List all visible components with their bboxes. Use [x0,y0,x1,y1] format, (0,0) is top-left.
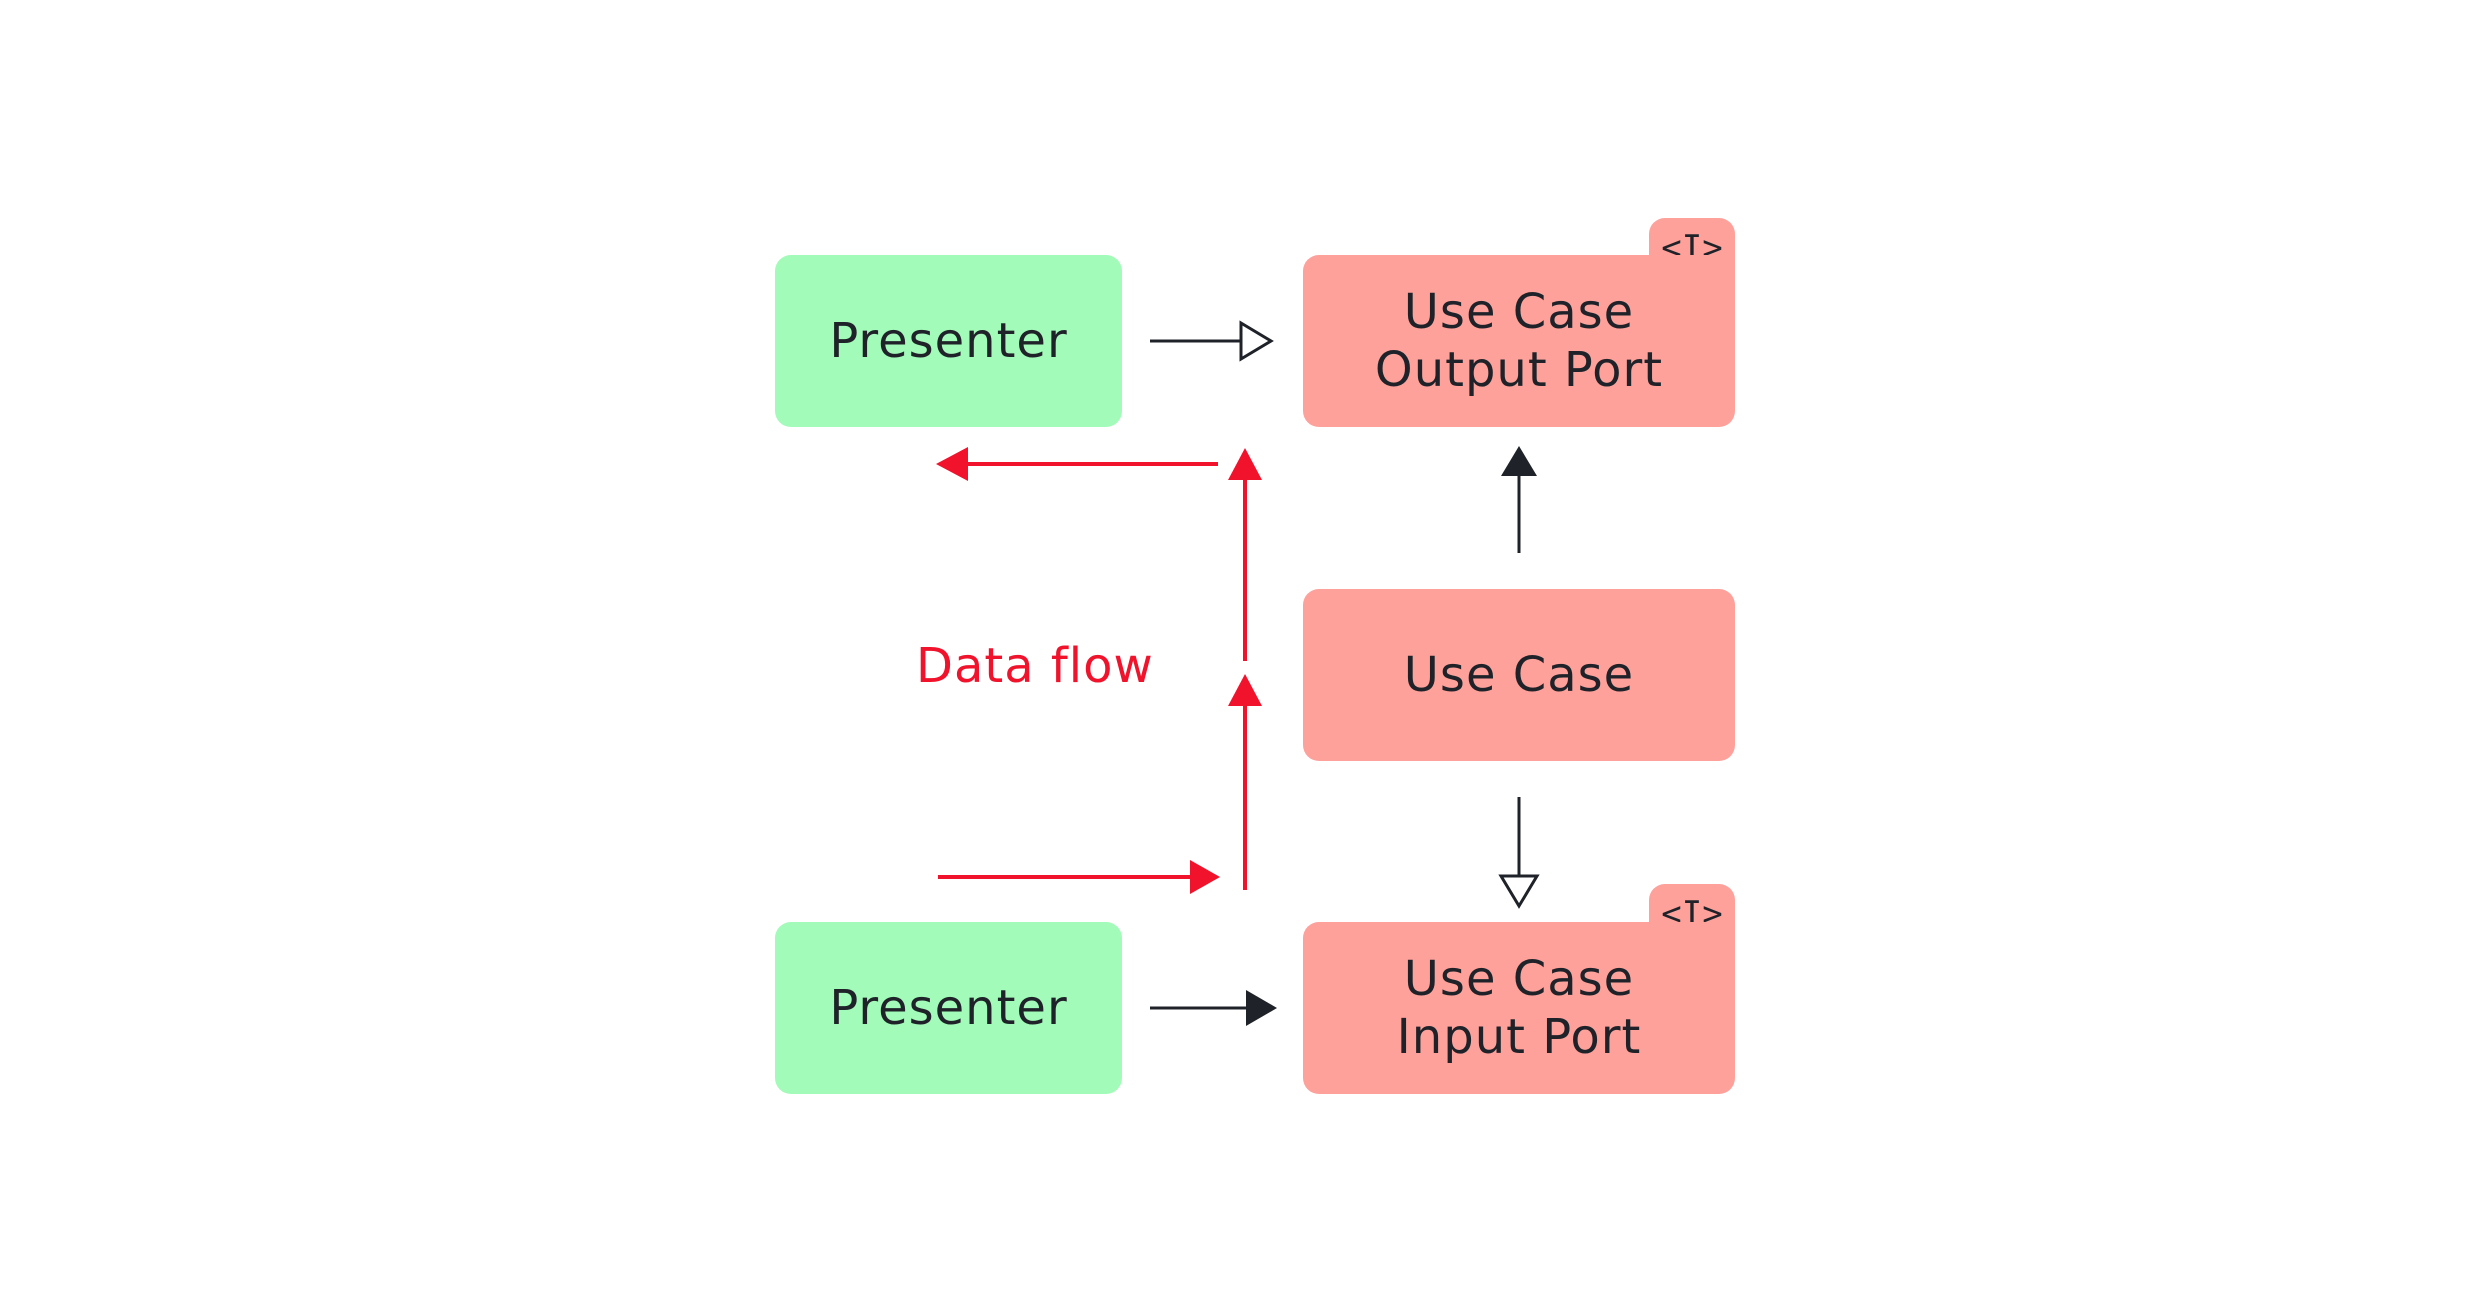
use-case-label: Use Case [1403,647,1635,703]
edge-use-case-to-input-port [1498,797,1540,909]
input-port-label-line-1: Use Case [1403,951,1635,1007]
use-case-output-port-node: Use Case Output Port [1303,255,1735,427]
data-flow-path [936,447,1262,894]
use-case-input-port-node: Use Case Input Port [1303,922,1735,1094]
presenter-bottom-node: Presenter [775,922,1122,1094]
input-port-label-line-2: Input Port [1396,1009,1642,1065]
edge-use-case-to-output-port [1501,446,1537,553]
presenter-top-node: Presenter [775,255,1122,427]
edge-presenter-to-input-port [1150,990,1277,1026]
output-port-label-line-1: Use Case [1403,284,1635,340]
edge-presenter-to-output-port [1150,320,1274,362]
presenter-bottom-label: Presenter [829,980,1068,1036]
data-flow-label: Data flow [916,638,1154,694]
presenter-top-label: Presenter [829,313,1068,369]
use-case-node: Use Case [1303,589,1735,761]
output-port-label-line-2: Output Port [1374,342,1664,398]
